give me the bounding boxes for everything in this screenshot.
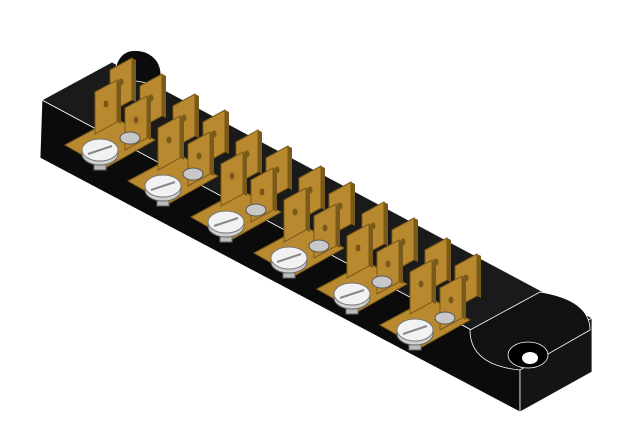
washer (119, 131, 141, 145)
spade-tab-front (409, 259, 436, 315)
screw-slot (402, 325, 428, 335)
tab-hole (103, 100, 109, 108)
screw-slot (87, 145, 113, 155)
tab-hole (448, 296, 454, 304)
terminal-3 (189, 129, 292, 243)
spade-tab-front (283, 187, 310, 243)
terminal-1 (63, 57, 166, 171)
tab-edge (225, 110, 229, 154)
terminal-5 (315, 201, 418, 315)
tab-hole (292, 208, 298, 216)
tab-edge (180, 116, 184, 160)
tab-edge (117, 80, 121, 124)
screw-slot (339, 289, 365, 299)
tab-edge (132, 58, 136, 102)
tab-edge (321, 166, 325, 210)
screw-slot (213, 217, 239, 227)
terminals (63, 57, 481, 351)
tab-edge (336, 204, 340, 248)
tab-edge (258, 130, 262, 174)
tab-hole (229, 172, 235, 180)
terminal-2 (126, 93, 229, 207)
tab-hole (385, 260, 391, 268)
tab-edge (462, 276, 466, 320)
tab-hole (133, 116, 139, 124)
washer (371, 275, 393, 289)
terminal-4 (252, 165, 355, 279)
tab-edge (306, 188, 310, 232)
tab-hole (259, 188, 265, 196)
tab-edge (369, 224, 373, 268)
washer (434, 311, 456, 325)
tab-edge (447, 238, 451, 282)
washer (308, 239, 330, 253)
tab-edge (210, 132, 214, 176)
tab-hole (196, 152, 202, 160)
washer (245, 203, 267, 217)
tab-edge (399, 240, 403, 284)
tab-edge (162, 74, 166, 118)
tab-edge (351, 182, 355, 226)
tab-hole (355, 244, 361, 252)
tab-edge (288, 146, 292, 190)
tab-hole (166, 136, 172, 144)
tab-edge (414, 218, 418, 262)
tab-edge (384, 202, 388, 246)
spade-tab-front (94, 79, 121, 135)
tab-edge (477, 254, 481, 298)
mounting-hole-inner (522, 352, 538, 364)
screw-slot (276, 253, 302, 263)
tab-edge (432, 260, 436, 304)
tab-hole (418, 280, 424, 288)
terminal-6 (378, 237, 481, 351)
tab-edge (273, 168, 277, 212)
spade-tab-front (157, 115, 184, 171)
tab-edge (195, 94, 199, 138)
tab-hole (322, 224, 328, 232)
washer (182, 167, 204, 181)
screw-slot (150, 181, 176, 191)
spade-tab-front (346, 223, 373, 279)
tab-edge (147, 96, 151, 140)
spade-tab-front (220, 151, 247, 207)
tab-edge (243, 152, 247, 196)
right-mounting-ear (469, 291, 591, 371)
